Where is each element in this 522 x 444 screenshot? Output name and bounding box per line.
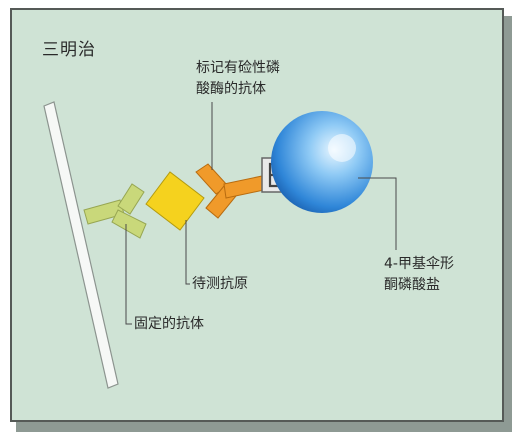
label-fixed-antibody: 固定的抗体 [134,316,204,332]
label-enzyme-antibody-line2: 酸酶的抗体 [196,81,266,97]
sphere-highlight [328,134,356,162]
leader-substrate [358,177,397,250]
substrate-sphere [271,111,373,213]
label-substrate-line2: 酮磷酸盐 [384,277,440,293]
label-antigen: 待测抗原 [192,276,248,292]
solid-support [43,101,119,389]
label-enzyme-antibody-line1: 标记有硷性磷 [196,60,280,76]
enzyme-antibody-shape [195,163,265,219]
diagram-title: 三明治 [42,40,96,60]
antigen-shape [145,171,205,231]
label-substrate-line1: 4-甲基伞形 [384,256,454,272]
fixed-antibody-shape [83,183,147,239]
leader-antigen [185,220,190,285]
leader-fixed-antibody [125,224,132,325]
leader-lines [125,102,397,325]
